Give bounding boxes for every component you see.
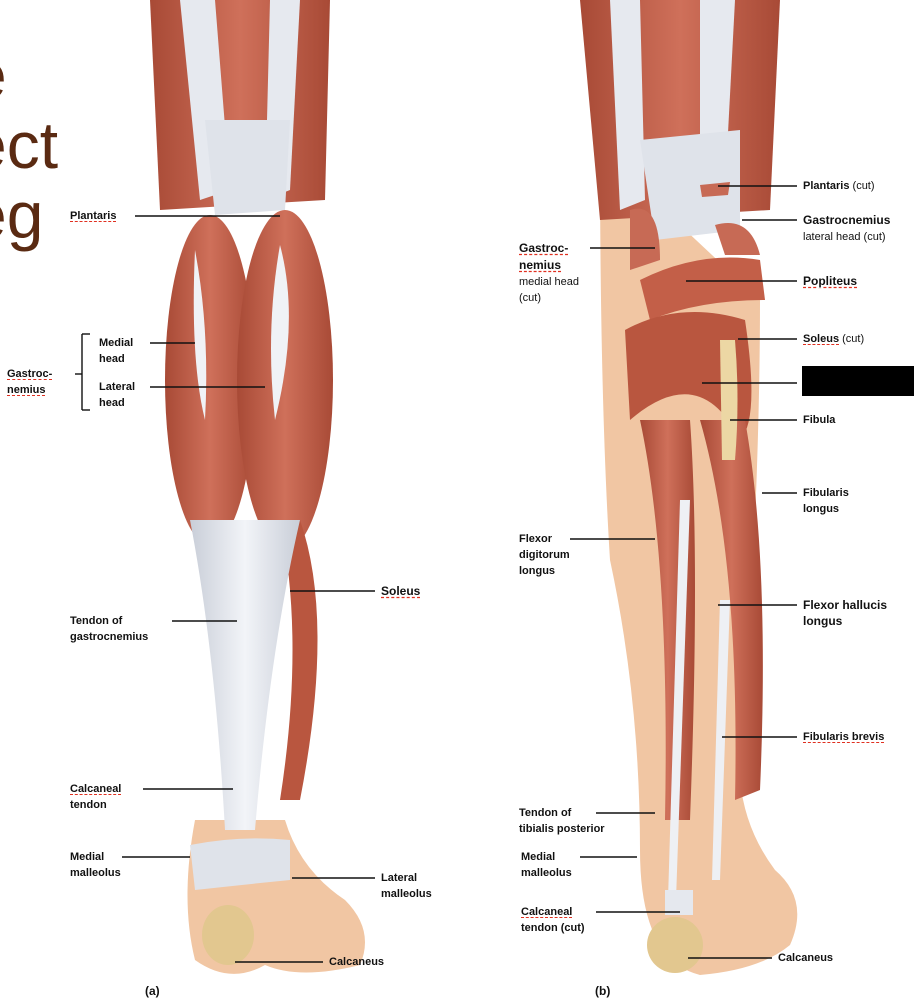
label-fibula: Fibula: [803, 414, 836, 426]
label-plantaris-cut: Plantaris (cut): [803, 180, 875, 192]
leg-a-figure: [150, 0, 365, 974]
title-fragment-3: eg: [0, 178, 44, 252]
panel-label-b: (b): [595, 984, 611, 998]
label-calcaneus-a: Calcaneus: [329, 956, 385, 968]
label-plantaris: Plantaris: [70, 210, 117, 222]
leader-lines-a: [75, 215, 375, 963]
leader-lines-b: [570, 185, 797, 959]
label-calcaneus-b: Calcaneus: [778, 952, 834, 964]
label-gastrocnemius-medial-cut: Gastroc- nemius medial head (cut): [519, 241, 579, 304]
label-fibularis-brevis: Fibularis brevis: [803, 731, 885, 743]
title-fragment-1: e: [0, 42, 7, 108]
label-soleus-cut: Soleus (cut): [803, 333, 865, 345]
redaction-box: [802, 366, 914, 396]
label-popliteus: Popliteus: [803, 274, 858, 288]
label-gastrocnemius: Gastroc- nemius: [7, 368, 53, 396]
title-fragment-2: ect: [0, 108, 59, 182]
label-soleus: Soleus: [381, 584, 421, 598]
panel-label-a: (a): [145, 984, 160, 998]
leg-b-figure: [580, 0, 798, 975]
